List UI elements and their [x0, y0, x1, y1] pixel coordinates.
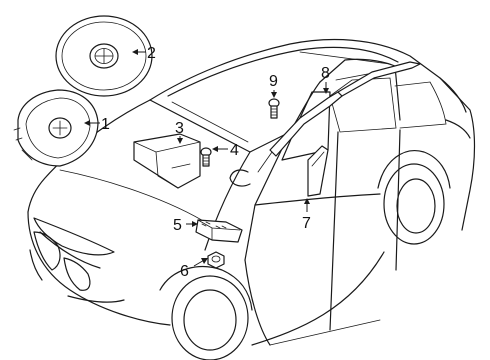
- airbag-module-icon: [55, 15, 153, 97]
- callout-2: 2: [132, 45, 156, 62]
- callout-6: 6: [180, 258, 208, 280]
- vehicle-outline: [27, 38, 476, 360]
- callout-8: 8: [321, 65, 330, 94]
- callout-3-label: 3: [175, 120, 184, 137]
- callout-1-label: 1: [101, 116, 110, 133]
- callout-7-label: 7: [302, 215, 311, 232]
- callout-5: 5: [173, 217, 198, 234]
- callout-4-label: 4: [230, 142, 239, 159]
- callout-8-label: 8: [321, 65, 330, 82]
- driver-airbag-icon: [13, 89, 99, 167]
- callout-6-label: 6: [180, 263, 189, 280]
- bolt-icon: [200, 147, 212, 167]
- callout-7: 7: [302, 198, 311, 232]
- callout-5-label: 5: [173, 217, 182, 234]
- callout-4: 4: [212, 142, 239, 159]
- callout-9-label: 9: [269, 73, 278, 90]
- control-module-icon: [195, 219, 243, 243]
- side-airbag-icon: [307, 145, 329, 197]
- nut-icon: [207, 251, 225, 269]
- callout-3: 3: [175, 120, 184, 144]
- curtain-bolt-icon: [268, 98, 280, 119]
- callout-9: 9: [269, 73, 278, 98]
- callout-1: 1: [84, 116, 110, 133]
- passenger-airbag-icon: [133, 133, 201, 189]
- curtain-airbag-icon: [257, 61, 421, 173]
- callout-2-label: 2: [147, 45, 156, 62]
